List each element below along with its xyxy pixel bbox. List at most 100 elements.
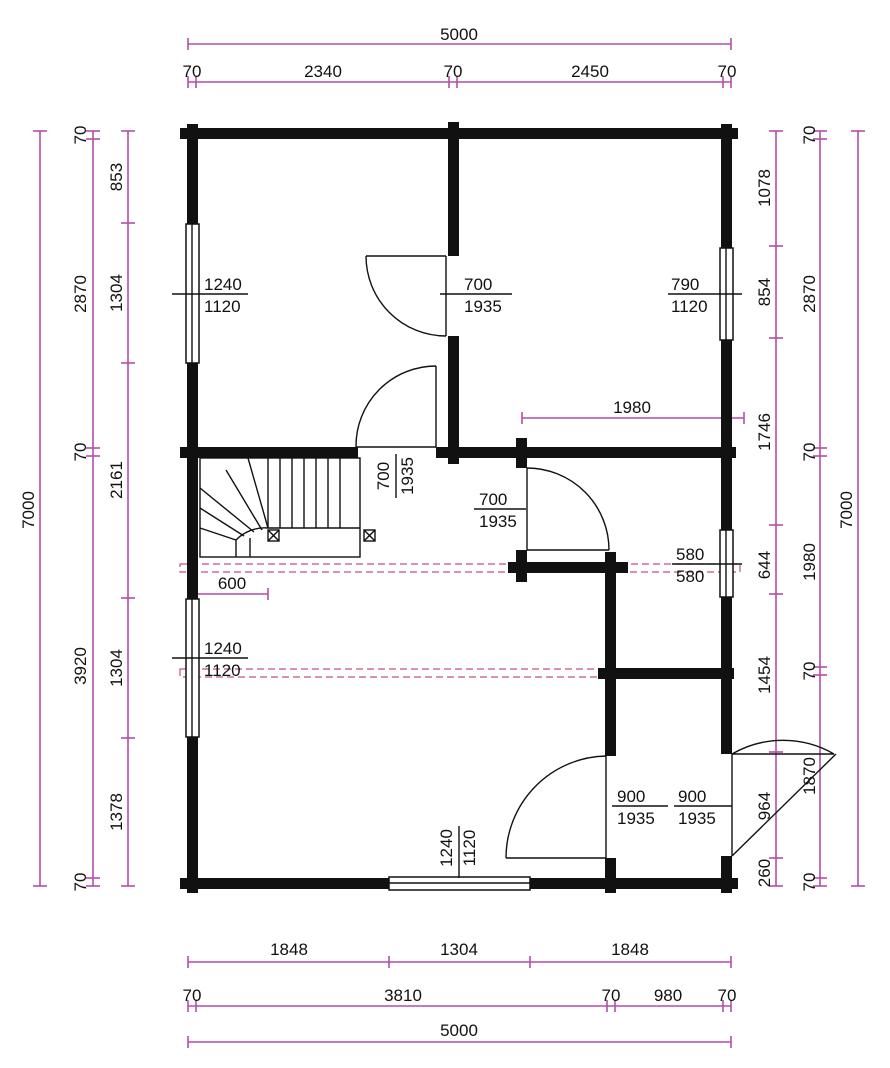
wall-interior xyxy=(605,858,616,893)
bottom-seg2-dim: 70 xyxy=(183,986,202,1005)
right-mid-dim: 1870 xyxy=(800,757,819,795)
left-inner-dim: 1304 xyxy=(107,274,126,312)
wall-interior xyxy=(516,438,527,468)
right-inner-dim: 1078 xyxy=(755,169,774,207)
top-seg-dim: 70 xyxy=(444,62,463,81)
stair-post xyxy=(363,529,376,542)
door-entry-height: 1935 xyxy=(678,809,716,828)
stair-step xyxy=(225,469,263,531)
window-left-top-height: 1120 xyxy=(204,297,241,316)
interior-600-dim: 600 xyxy=(218,574,246,593)
wall-right xyxy=(721,124,732,248)
bottom-seg1-dim: 1848 xyxy=(611,940,649,959)
interior-1980-dim: 1980 xyxy=(613,398,651,417)
wall-bottom xyxy=(180,878,389,889)
window-bottom-height: 1120 xyxy=(460,830,479,867)
dashed-lines xyxy=(179,563,741,678)
bottom-seg2-dim: 980 xyxy=(654,986,682,1005)
door-entry-width: 900 xyxy=(678,787,706,806)
wall-left xyxy=(187,124,198,224)
window-right-mid-width: 580 xyxy=(676,545,704,564)
bottom-seg2-dim: 70 xyxy=(718,986,737,1005)
right-mid-dim: 70 xyxy=(800,126,819,145)
stair-step xyxy=(199,487,255,533)
right-inner-dim: 644 xyxy=(755,551,774,579)
door-leaf xyxy=(731,753,837,857)
stair-winder xyxy=(235,527,269,541)
door-upper-center-width: 700 xyxy=(464,275,492,294)
right-inner-dim: 1454 xyxy=(755,656,774,694)
right-dimensions: 1078 854 1746 644 1454 964 260 70 2870 7… xyxy=(755,126,865,891)
stair-step xyxy=(247,457,269,529)
stair-post xyxy=(267,529,280,542)
door-bath-width: 700 xyxy=(479,490,507,509)
top-seg-dim: 70 xyxy=(183,62,202,81)
stair-step xyxy=(199,507,245,537)
left-total-dim: 7000 xyxy=(19,491,38,529)
left-dimensions: 7000 70 2870 70 3920 70 853 1304 2161 13… xyxy=(19,126,135,892)
left-mid-dim: 3920 xyxy=(71,647,90,685)
top-seg-dim: 2340 xyxy=(304,62,342,81)
wall-right xyxy=(721,340,732,530)
door-stair-width: 700 xyxy=(374,462,393,490)
door-stair-height: 1935 xyxy=(398,457,417,495)
right-total-dim: 7000 xyxy=(837,491,856,529)
bottom-seg1-dim: 1304 xyxy=(440,940,478,959)
opening-labels: 1240 1120 700 1935 790 1120 700 1935 700… xyxy=(172,275,742,878)
window-left-top-width: 1240 xyxy=(204,275,242,294)
window-left-bottom-width: 1240 xyxy=(204,639,242,658)
bottom-seg2-dim: 70 xyxy=(602,986,621,1005)
right-inner-dim: 1746 xyxy=(755,413,774,451)
bottom-total-dim: 5000 xyxy=(440,1021,478,1040)
wall-interior xyxy=(598,668,734,679)
right-mid-dim: 1980 xyxy=(800,543,819,581)
left-inner-dim: 1304 xyxy=(107,649,126,687)
door-bath-height: 1935 xyxy=(479,512,517,531)
walls xyxy=(180,122,738,893)
left-mid-dim: 2870 xyxy=(71,275,90,313)
window-right-mid-height: 580 xyxy=(676,567,704,586)
wall-interior xyxy=(508,562,628,573)
left-inner-dim: 2161 xyxy=(107,461,126,499)
wall-interior xyxy=(448,122,459,256)
doors xyxy=(355,255,837,859)
right-mid-dim: 2870 xyxy=(800,275,819,313)
bottom-seg1-dim: 1848 xyxy=(270,940,308,959)
top-seg-dim: 2450 xyxy=(571,62,609,81)
right-inner-dim: 260 xyxy=(755,859,774,887)
left-mid-dim: 70 xyxy=(71,873,90,892)
door-swing-inner-lower xyxy=(505,755,607,859)
left-mid-dim: 70 xyxy=(71,443,90,462)
dashed-beam-line xyxy=(179,563,741,573)
wall-interior xyxy=(436,447,736,458)
window-bottom-width: 1240 xyxy=(437,829,456,867)
staircase xyxy=(199,457,376,558)
door-swing-upper-center xyxy=(365,255,447,337)
stair-step xyxy=(199,527,237,541)
door-swing-entry xyxy=(731,739,835,856)
window-right-top-width: 790 xyxy=(671,275,699,294)
bottom-dimensions: 1848 1304 1848 70 3810 70 980 70 5000 xyxy=(183,940,737,1048)
window-left-bottom-height: 1120 xyxy=(204,661,241,680)
top-seg-dim: 70 xyxy=(718,62,737,81)
door-inner-lower-width: 900 xyxy=(617,787,645,806)
wall-interior xyxy=(448,336,459,464)
top-dimensions: 5000 70 2340 70 2450 70 xyxy=(183,25,737,88)
interior-dimensions: 1980 600 xyxy=(195,398,745,600)
bottom-seg2-dim: 3810 xyxy=(384,986,422,1005)
wall-left xyxy=(187,363,198,599)
right-inner-dim: 854 xyxy=(755,278,774,306)
dashed-beam-line xyxy=(179,668,611,678)
left-inner-dim: 1378 xyxy=(107,793,126,831)
top-total-dim: 5000 xyxy=(440,25,478,44)
door-upper-center-height: 1935 xyxy=(464,297,502,316)
door-swing-bath xyxy=(526,467,610,551)
stair-post xyxy=(363,529,376,542)
wall-interior xyxy=(180,447,358,458)
right-inner-dim: 964 xyxy=(755,792,774,820)
door-swing-stair xyxy=(355,365,437,448)
right-mid-dim: 70 xyxy=(800,443,819,462)
window-right-top-height: 1120 xyxy=(671,297,708,316)
